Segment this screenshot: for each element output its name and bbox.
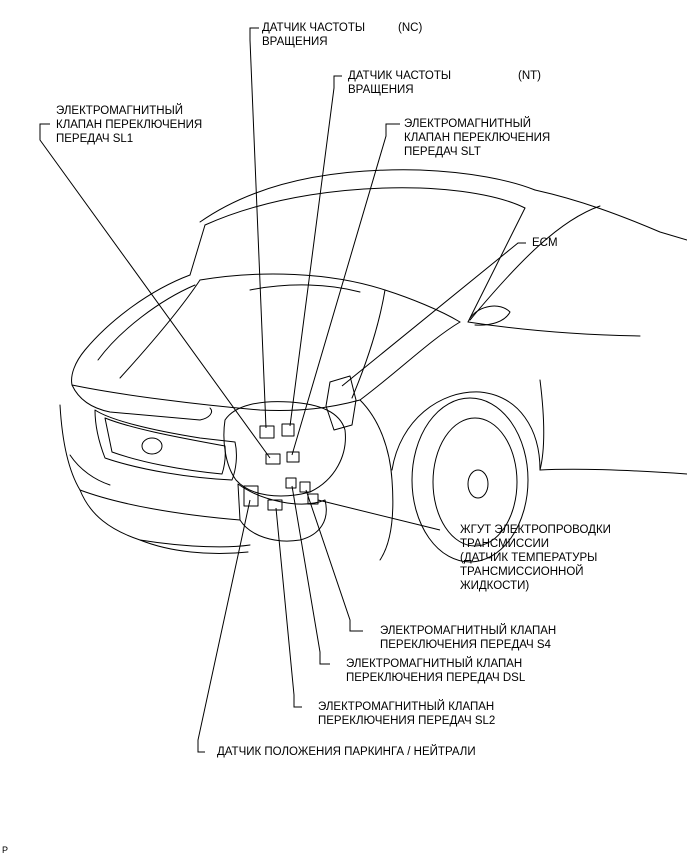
label-sl1: ЭЛЕКТРОМАГНИТНЫЙ КЛАПАН ПЕРЕКЛЮЧЕНИЯ ПЕР…	[56, 104, 202, 146]
label-line: ЭЛЕКТРОМАГНИТНЫЙ	[404, 118, 532, 130]
hood-vent	[97, 284, 196, 361]
front-rim	[432, 417, 518, 547]
grille-inner	[104, 417, 226, 475]
sl2-part	[267, 499, 283, 511]
hood-crease-2	[351, 289, 386, 399]
label-line: ПЕРЕДАЧ SL1	[56, 133, 134, 145]
grille-outline	[94, 409, 237, 481]
label-ecm: ECM	[532, 236, 558, 250]
leader-slt	[291, 123, 400, 456]
hood-crease	[119, 279, 201, 379]
emblem	[141, 437, 163, 455]
label-line: ЖГУТ ЭЛЕКТРОПРОВОДКИ	[460, 524, 611, 536]
fender-right	[359, 399, 394, 561]
label-line: ЭЛЕКТРОМАГНИТНЫЙ КЛАПАН	[380, 625, 557, 637]
label-line: ПЕРЕКЛЮЧЕНИЯ ПЕРЕДАЧ DSL	[346, 672, 526, 684]
windshield-bottom	[199, 273, 461, 323]
transmission-body	[237, 483, 327, 542]
headlight-left	[71, 384, 213, 421]
bumper-upper	[59, 404, 241, 521]
leader-dsl	[291, 485, 330, 665]
front-lower-lip	[139, 539, 249, 554]
leader-sl1	[39, 123, 271, 459]
label-line: ДАТЧИК ЧАСТОТЫ	[348, 70, 452, 82]
leader-sl2	[275, 507, 302, 708]
hood-front-edge	[71, 384, 361, 412]
windshield-top	[204, 187, 526, 226]
fog-light	[69, 454, 111, 486]
a-pillar-right	[467, 207, 526, 323]
leader-ecm	[341, 242, 526, 387]
leader-harness	[317, 499, 441, 531]
s4-part	[299, 481, 311, 493]
label-line: ЖИДКОСТИ)	[460, 580, 530, 592]
leader-pnp	[197, 499, 251, 753]
wheel-arch	[391, 391, 541, 471]
label-line: ТРАНСМИССИОННОЙ	[460, 566, 584, 578]
label-pnp: ДАТЧИК ПОЛОЖЕНИЯ ПАРКИНГА / НЕЙТРАЛИ	[217, 745, 476, 759]
slt-part	[286, 451, 300, 463]
label-nt-sensor: ДАТЧИК ЧАСТОТЫ ВРАЩЕНИЯ	[348, 69, 451, 97]
sl1-part	[265, 453, 281, 465]
label-line: (ДАТЧИК ТЕМПЕРАТУРЫ	[460, 552, 598, 564]
label-line: ECM	[532, 237, 558, 249]
code-nt: (NT)	[518, 70, 541, 82]
ecm-box	[325, 375, 357, 431]
wiper	[249, 284, 361, 293]
hub	[467, 469, 489, 499]
code-nc: (NC)	[398, 22, 423, 34]
rocker-line	[539, 468, 687, 475]
label-line: ЭЛЕКТРОМАГНИТНЫЙ	[56, 105, 184, 117]
leader-s4	[305, 489, 363, 632]
label-line: КЛАПАН ПЕРЕКЛЮЧЕНИЯ	[404, 132, 551, 144]
label-line: ЭЛЕКТРОМАГНИТНЫЙ КЛАПАН	[346, 658, 523, 670]
label-line: ЭЛЕКТРОМАГНИТНЫЙ КЛАПАН	[318, 701, 495, 713]
car-roof-line	[199, 169, 536, 223]
corner-mark: P	[2, 845, 9, 855]
label-line: ДАТЧИК ЧАСТОТЫ	[262, 22, 366, 34]
leader-nt	[289, 75, 342, 427]
front-tire	[411, 397, 529, 563]
label-line: КЛАПАН ПЕРЕКЛЮЧЕНИЯ	[56, 119, 203, 131]
label-line: ПЕРЕКЛЮЧЕНИЯ ПЕРЕДАЧ S4	[380, 639, 551, 651]
label-line: ВРАЩЕНИЯ	[262, 36, 328, 48]
windshield-left	[189, 224, 206, 276]
label-line: ВРАЩЕНИЯ	[348, 84, 414, 96]
label-s4: ЭЛЕКТРОМАГНИТНЫЙ КЛАПАН ПЕРЕКЛЮЧЕНИЯ ПЕР…	[380, 624, 556, 652]
door-line	[467, 321, 641, 337]
door-front	[539, 379, 545, 471]
label-line: ПЕРЕКЛЮЧЕНИЯ ПЕРЕДАЧ SL2	[318, 715, 496, 727]
hood-left-edge	[71, 274, 191, 386]
label-harness: ЖГУТ ЭЛЕКТРОПРОВОДКИ ТРАНСМИССИИ (ДАТЧИК…	[460, 523, 611, 593]
nt-sensor-part	[281, 423, 295, 437]
label-slt: ЭЛЕКТРОМАГНИТНЫЙ КЛАПАН ПЕРЕКЛЮЧЕНИЯ ПЕР…	[404, 117, 550, 159]
label-dsl: ЭЛЕКТРОМАГНИТНЫЙ КЛАПАН ПЕРЕКЛЮЧЕНИЯ ПЕР…	[346, 657, 525, 685]
nc-sensor-part	[259, 425, 275, 439]
engine-block	[223, 401, 346, 497]
label-line: ДАТЧИК ПОЛОЖЕНИЯ ПАРКИНГА / НЕЙТРАЛИ	[217, 746, 476, 758]
dsl-part	[285, 477, 297, 489]
side-window	[534, 189, 687, 241]
label-sl2: ЭЛЕКТРОМАГНИТНЫЙ КЛАПАН ПЕРЕКЛЮЧЕНИЯ ПЕР…	[318, 700, 495, 728]
leader-nc	[249, 27, 267, 429]
label-nc-sensor: ДАТЧИК ЧАСТОТЫ ВРАЩЕНИЯ	[262, 21, 365, 49]
pnp-part	[243, 485, 259, 507]
hood-right-edge	[359, 321, 461, 401]
harness-part	[307, 493, 319, 505]
label-line: ПЕРЕДАЧ SLT	[404, 146, 481, 158]
side-window-lower	[469, 205, 601, 321]
label-line: ТРАНСМИССИИ	[460, 538, 550, 550]
mirror	[469, 305, 511, 326]
